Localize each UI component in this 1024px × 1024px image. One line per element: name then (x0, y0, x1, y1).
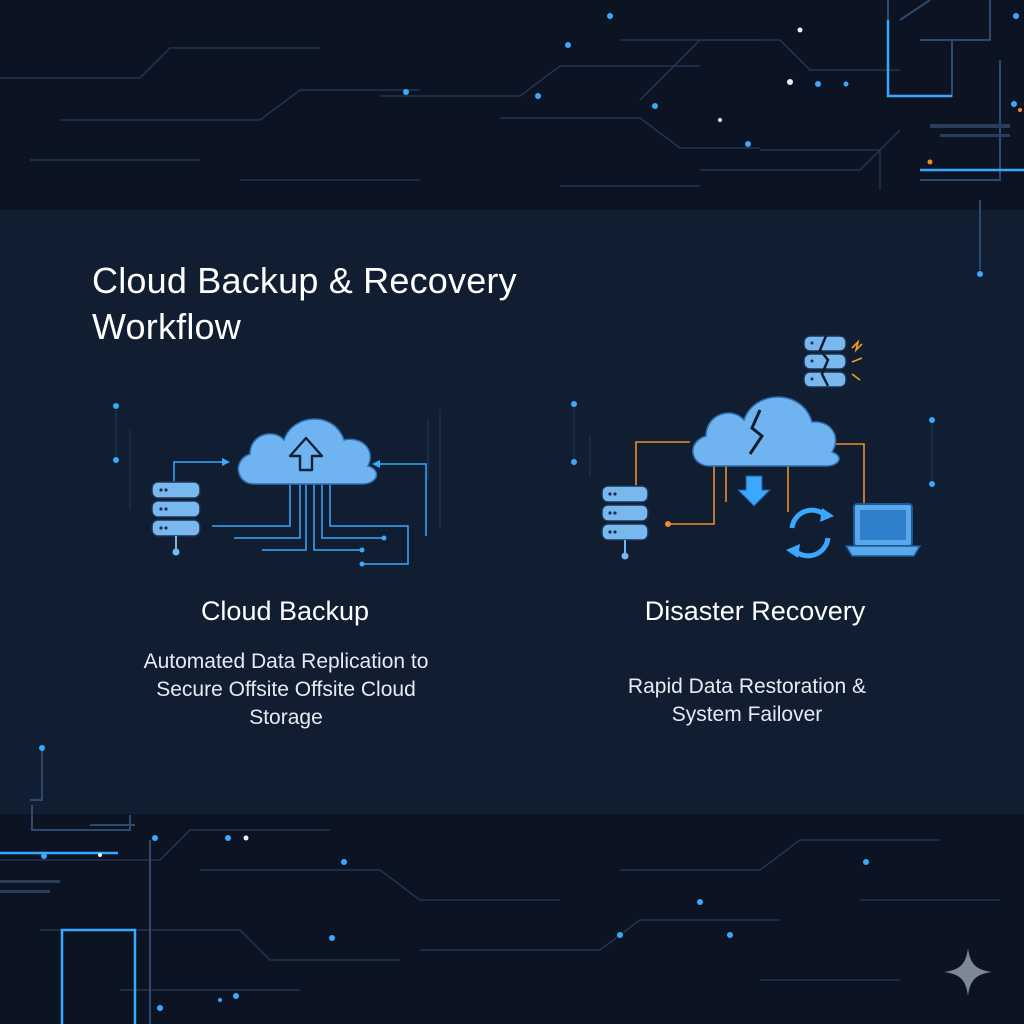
sync-icon (786, 507, 834, 559)
database-icon (151, 481, 201, 556)
backup-description: Automated Data Replication to Secure Off… (143, 650, 429, 729)
page-title: Cloud Backup & Recovery Workflow (92, 260, 517, 347)
backup-heading: Cloud Backup (200, 596, 370, 626)
top-background-band (0, 0, 1024, 210)
sparkle-icon (944, 948, 992, 996)
cracked-database-icon (803, 335, 863, 388)
database-icon (601, 485, 649, 560)
recovery-description: Rapid Data Restoration & System Failover (627, 675, 867, 726)
cloud-backup-illustration (113, 403, 441, 567)
download-arrow-icon (736, 475, 772, 507)
broken-cloud-icon (692, 396, 840, 467)
cloud-upload-icon (237, 418, 378, 485)
recovery-heading: Disaster Recovery (644, 596, 866, 626)
laptop-icon (844, 503, 922, 557)
disaster-recovery-illustration (571, 335, 935, 560)
